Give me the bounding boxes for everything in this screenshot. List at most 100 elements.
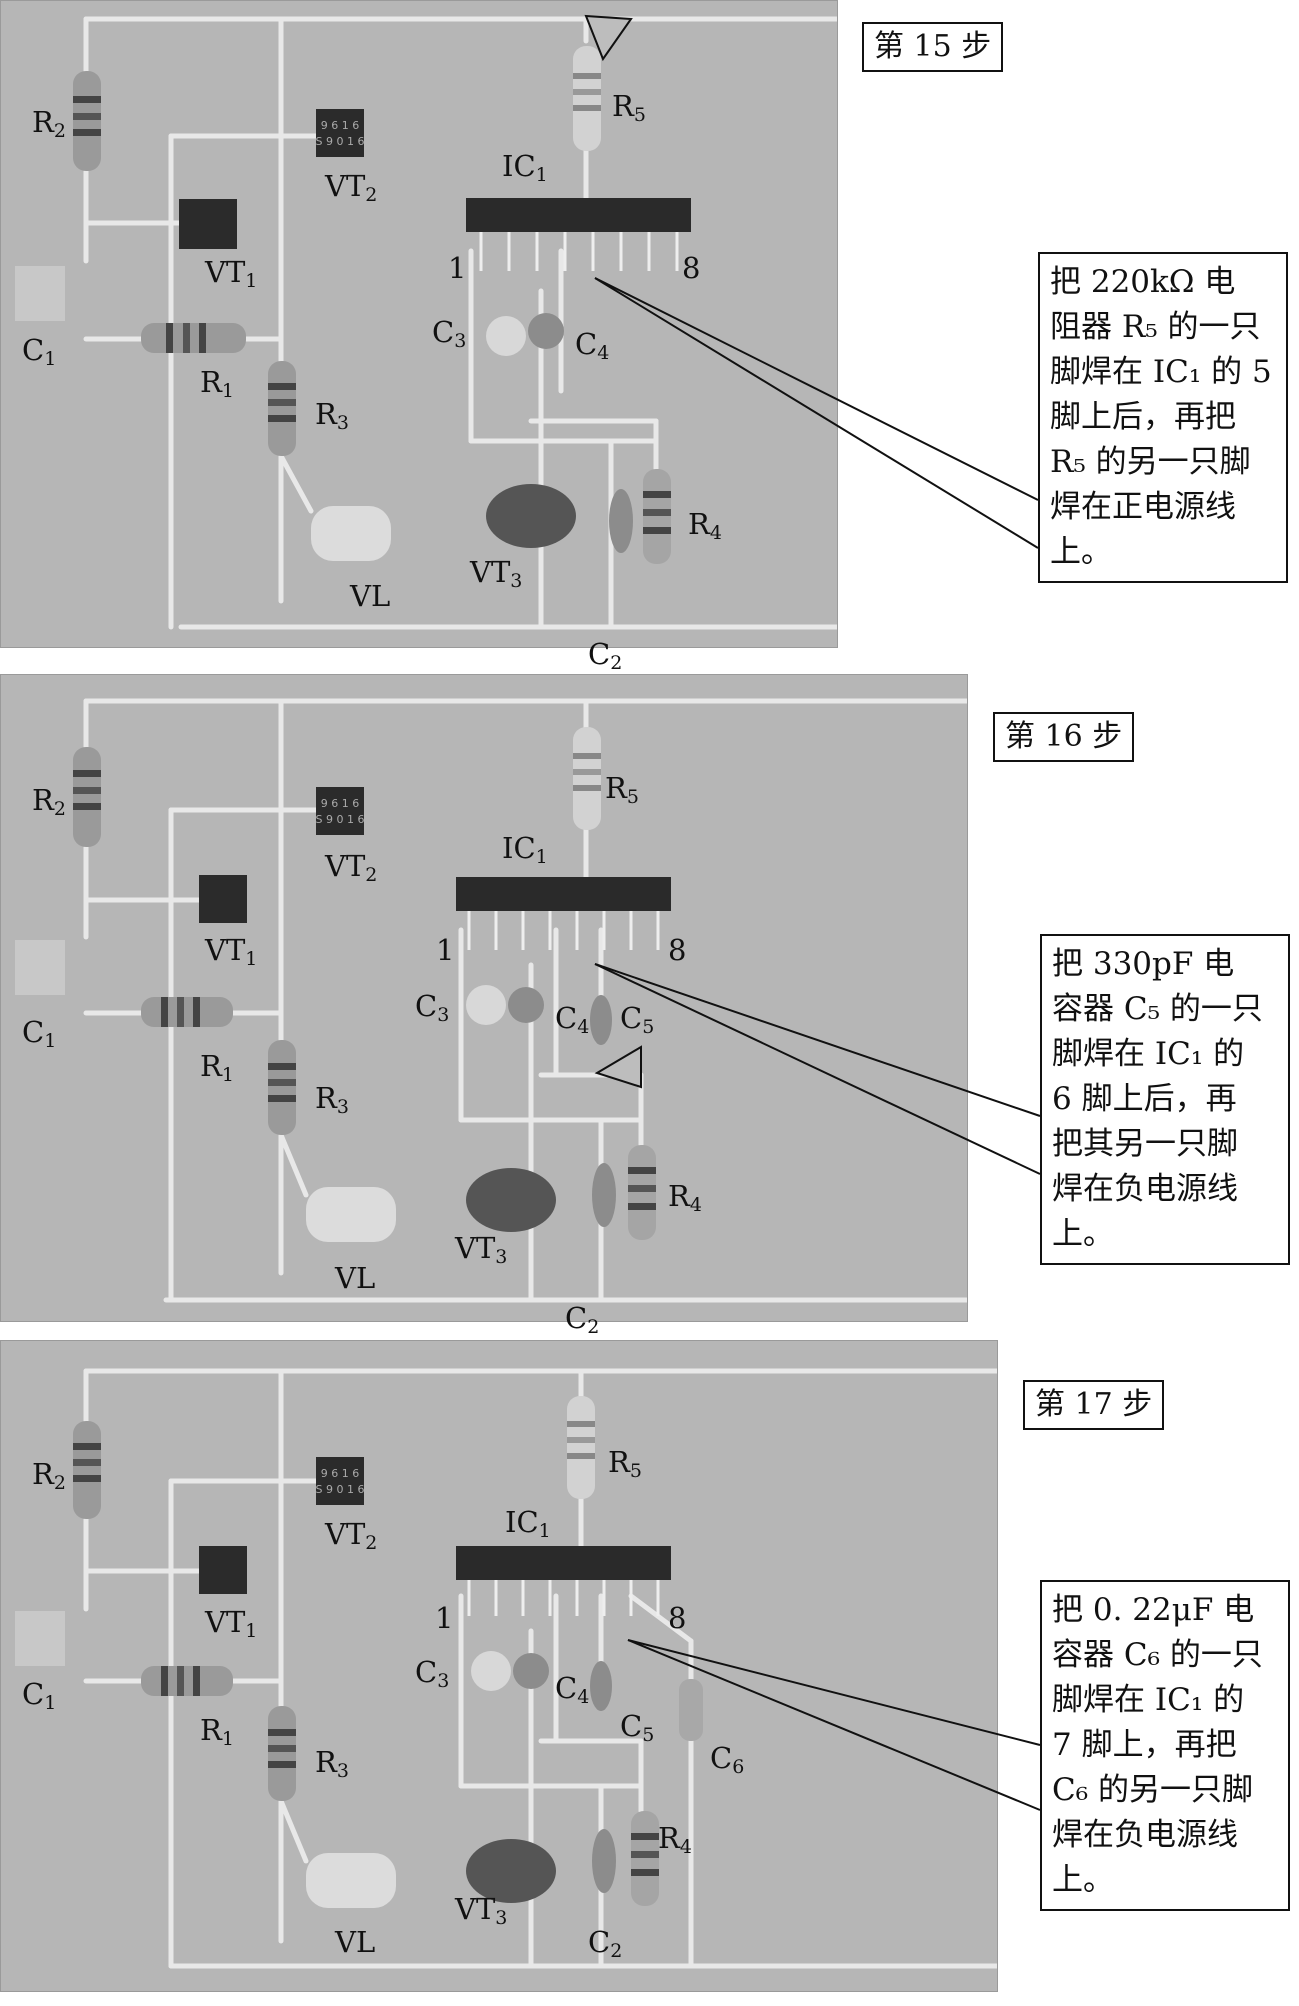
resistor-r3	[268, 1040, 296, 1135]
resistor-r1	[141, 1666, 233, 1696]
capacitor-c4	[528, 313, 564, 349]
ic1-socket	[466, 198, 691, 232]
capacitor-c1	[15, 266, 65, 321]
resistor-r3	[268, 1706, 296, 1801]
label-c1: C1	[22, 333, 57, 370]
label-vl: VL	[350, 579, 391, 613]
label-pin1: 1	[448, 251, 467, 285]
capacitor-c2	[592, 1829, 616, 1893]
label-pin8: 8	[668, 1601, 687, 1635]
transistor-vt1	[199, 1546, 247, 1594]
label-c2: C2	[588, 637, 623, 674]
chip-marking: S 9 0 1 6	[316, 813, 365, 826]
label-c4: C4	[575, 327, 610, 364]
chip-marking: S 9 0 1 6	[316, 1483, 365, 1496]
label-r5: R5	[605, 771, 639, 808]
label-c4: C4	[555, 1671, 590, 1708]
label-c5: C5	[620, 1001, 655, 1038]
label-r5: R5	[608, 1445, 642, 1482]
label-c4: C4	[555, 1001, 590, 1038]
transistor-vt1	[179, 199, 237, 249]
label-c3: C3	[415, 1655, 450, 1692]
transistor-vt1	[199, 875, 247, 923]
resistor-r4	[631, 1811, 659, 1906]
label-r4: R4	[658, 1821, 692, 1858]
circuit-board-drawing: 9 6 1 6 S 9 0 1 6	[15, 698, 967, 1303]
step-label: 第 17 步	[1023, 1380, 1165, 1430]
circuit-photo: 9 6 1 6 S 9 0 1 6	[0, 0, 838, 648]
resistor-r1	[141, 323, 246, 353]
label-vl: VL	[335, 1261, 376, 1295]
resistor-r2	[73, 71, 101, 171]
label-vl: VL	[335, 1925, 376, 1959]
resistor-r4	[628, 1145, 656, 1240]
transistor-vt2	[316, 1457, 364, 1505]
label-r1: R1	[200, 1713, 234, 1750]
circuit-photo: 9 6 1 6 S 9 0 1 6	[0, 674, 968, 1322]
resistor-r2	[73, 747, 101, 847]
transistor-vt3	[466, 1168, 556, 1232]
chip-marking: 9 6 1 6	[321, 1467, 359, 1480]
label-vt3: VT3	[455, 1231, 508, 1268]
chip-marking: 9 6 1 6	[321, 119, 359, 132]
step-15-panel: 9 6 1 6 S 9 0 1 6	[0, 0, 1299, 672]
resistor-r2	[73, 1421, 101, 1519]
label-c3: C3	[415, 989, 450, 1026]
label-c6: C6	[710, 1741, 745, 1778]
label-r3: R3	[315, 397, 349, 434]
label-vt1: VT1	[205, 1605, 258, 1642]
label-r2: R2	[32, 105, 66, 142]
transistor-vt3	[486, 484, 576, 548]
capacitor-c3	[471, 1651, 511, 1691]
capacitor-c5	[590, 995, 612, 1045]
chip-marking: S 9 0 1 6	[316, 135, 365, 148]
label-vt2: VT2	[325, 849, 378, 886]
label-r2: R2	[32, 783, 66, 820]
resistor-r4	[643, 469, 671, 564]
label-ic1: IC1	[505, 1505, 551, 1542]
step-16-panel: 9 6 1 6 S 9 0 1 6	[0, 674, 1299, 1340]
label-pin1: 1	[435, 1601, 454, 1635]
resistor-r5	[573, 727, 601, 830]
instruction-callout: 把 330pF 电容器 C₅ 的一只脚焊在 IC₁ 的 6 脚上后，再把其另一只…	[1040, 934, 1290, 1265]
label-c2: C2	[565, 1301, 600, 1338]
label-r4: R4	[688, 507, 722, 544]
label-pin1: 1	[436, 933, 455, 967]
label-vt2: VT2	[325, 169, 378, 206]
label-r3: R3	[315, 1745, 349, 1782]
led-vl	[311, 506, 391, 561]
capacitor-c2	[592, 1163, 616, 1227]
label-r4: R4	[668, 1179, 702, 1216]
capacitor-c3	[486, 316, 526, 356]
led-vl	[306, 1853, 396, 1908]
capacitor-c4	[508, 987, 544, 1023]
label-r1: R1	[200, 1049, 234, 1086]
step-17-panel: 9 6 1 6 S 9 0 1 6	[0, 1340, 1299, 2006]
capacitor-c1	[15, 1611, 65, 1666]
label-r3: R3	[315, 1081, 349, 1118]
label-c3: C3	[432, 315, 467, 352]
label-c1: C1	[22, 1677, 57, 1714]
label-pin8: 8	[682, 251, 701, 285]
resistor-r5	[573, 46, 601, 151]
transistor-vt2	[316, 109, 364, 157]
step-label: 第 15 步	[862, 22, 1004, 72]
capacitor-c6	[679, 1679, 703, 1741]
label-r5: R5	[612, 89, 646, 126]
label-c2: C2	[588, 1925, 623, 1962]
capacitor-c1	[15, 940, 65, 995]
resistor-r5	[567, 1396, 595, 1499]
label-vt2: VT2	[325, 1517, 378, 1554]
capacitor-c3	[466, 985, 506, 1025]
label-r1: R1	[200, 365, 234, 402]
label-pin8: 8	[668, 933, 687, 967]
label-c5: C5	[620, 1709, 655, 1746]
ic1-socket	[456, 1546, 671, 1580]
capacitor-c5	[590, 1661, 612, 1711]
label-vt3: VT3	[455, 1892, 508, 1929]
transistor-vt2	[316, 787, 364, 835]
step-label: 第 16 步	[993, 712, 1135, 762]
label-ic1: IC1	[502, 831, 548, 868]
pointer-triangle	[594, 1045, 642, 1089]
